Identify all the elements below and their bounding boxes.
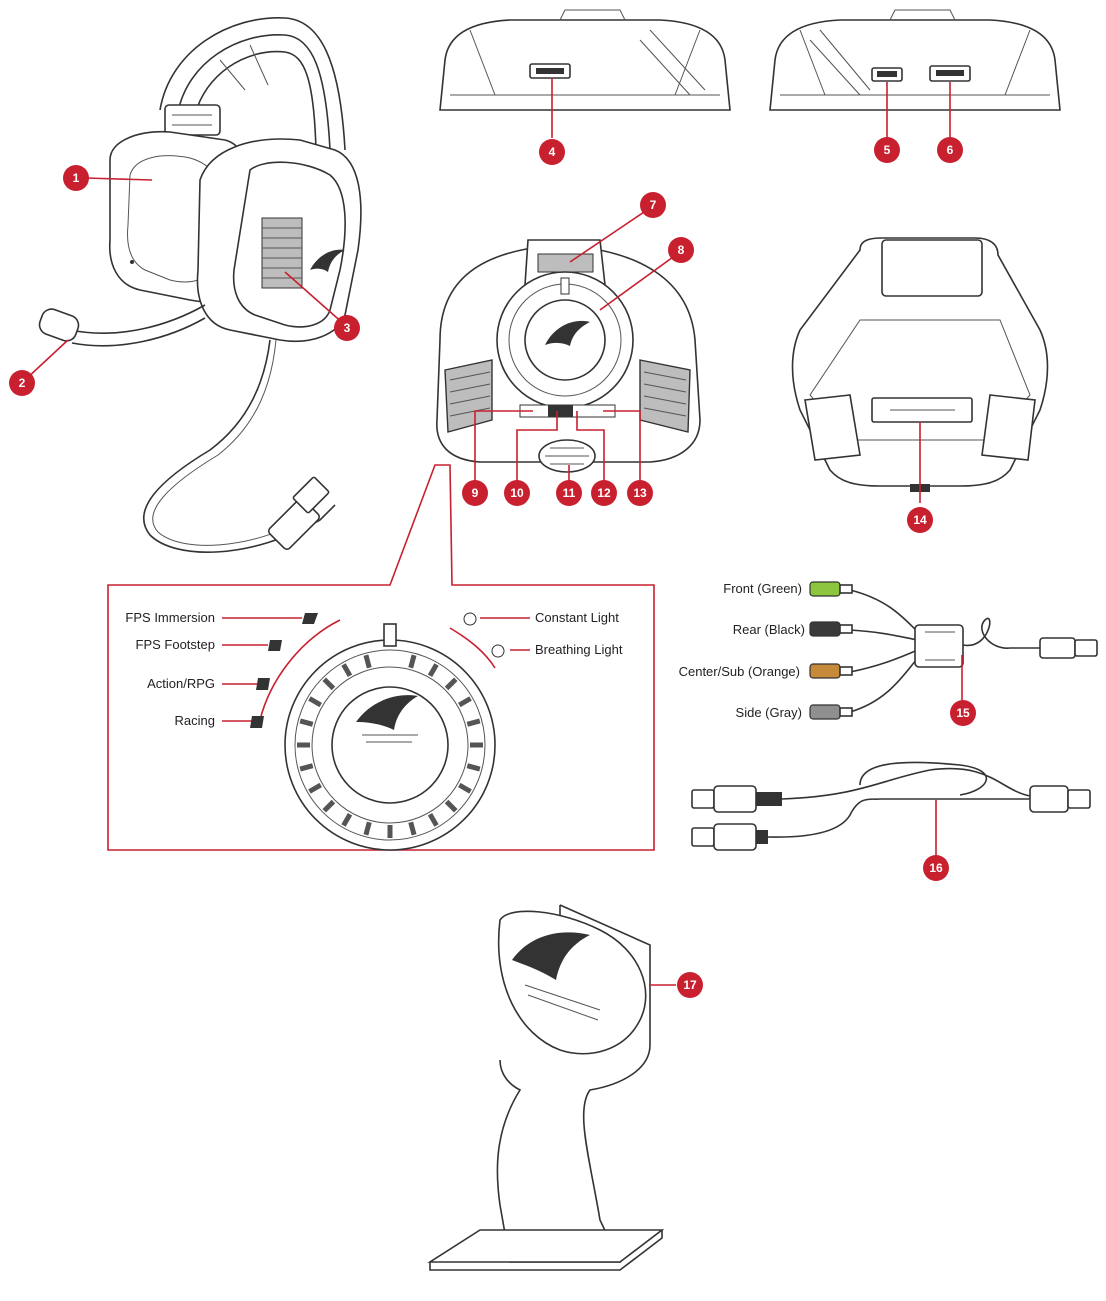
control-box-side-view-left	[439, 9, 731, 138]
svg-text:4: 4	[549, 145, 556, 159]
label-action-rpg: Action/RPG	[147, 676, 215, 691]
control-box-side-view-right	[769, 9, 1061, 138]
knob-ring-tick	[458, 782, 472, 794]
plug-center-sub-orange	[809, 663, 841, 679]
callout-4: 4	[539, 139, 565, 165]
label-constant-light: Constant Light	[535, 610, 619, 625]
knob-ring-tick	[363, 654, 372, 669]
plug-rear-black	[809, 621, 841, 637]
knob-ring-tick	[308, 696, 322, 708]
svg-text:17: 17	[683, 978, 697, 992]
svg-text:8: 8	[678, 243, 685, 257]
knob-ring-tick	[363, 821, 372, 836]
knob-ring-tick	[299, 763, 314, 772]
knob-ring-tick	[341, 663, 353, 677]
svg-text:15: 15	[956, 706, 970, 720]
plug-side-gray	[809, 704, 841, 720]
label-racing: Racing	[175, 713, 215, 728]
knob-ring-tick	[427, 663, 439, 677]
callout-9: 9	[462, 480, 488, 506]
svg-text:5: 5	[884, 143, 891, 157]
svg-text:10: 10	[510, 486, 524, 500]
mode-selector-detail: FPS Immersion FPS Footstep Action/RPG Ra…	[107, 464, 655, 851]
knob-ring-tick	[444, 799, 458, 813]
knob-ring-tick	[466, 718, 481, 727]
knob-ring-tick	[408, 654, 417, 669]
callout-11: 11	[556, 480, 582, 506]
svg-text:16: 16	[929, 861, 943, 875]
control-box-bottom-view	[791, 237, 1049, 503]
svg-text:9: 9	[472, 486, 479, 500]
knob-ring-tick	[341, 813, 353, 827]
callout-5: 5	[874, 137, 900, 163]
callout-10: 10	[504, 480, 530, 506]
label-center-sub-orange: Center/Sub (Orange)	[679, 664, 800, 679]
callout-15: 15	[950, 700, 976, 726]
callout-3: 3	[334, 315, 360, 341]
headset-stand	[427, 904, 676, 1271]
callout-12: 12	[591, 480, 617, 506]
knob-ring-tick	[322, 677, 336, 691]
svg-text:6: 6	[947, 143, 954, 157]
svg-text:7: 7	[650, 198, 657, 212]
callout-17: 17	[677, 972, 703, 998]
knob-ring-tick	[408, 821, 417, 836]
callout-2: 2	[9, 370, 35, 396]
svg-text:1: 1	[73, 171, 80, 185]
svg-text:14: 14	[913, 513, 927, 527]
svg-text:11: 11	[563, 486, 576, 500]
callout-1: 1	[63, 165, 89, 191]
callout-6: 6	[937, 137, 963, 163]
callout-13: 13	[627, 480, 653, 506]
callout-7: 7	[640, 192, 666, 218]
label-front-green: Front (Green)	[723, 581, 802, 596]
usb-y-cable	[691, 761, 1091, 858]
control-box-top-view	[436, 207, 701, 490]
callout-14: 14	[907, 507, 933, 533]
label-rear-black: Rear (Black)	[733, 622, 805, 637]
svg-text:13: 13	[633, 486, 647, 500]
label-breathing-light: Breathing Light	[535, 642, 623, 657]
knob-ring-tick	[458, 696, 472, 708]
svg-text:3: 3	[344, 321, 351, 335]
knob-ring-tick	[427, 813, 439, 827]
callout-8: 8	[668, 237, 694, 263]
label-fps-footstep: FPS Footstep	[136, 637, 215, 652]
svg-text:12: 12	[597, 486, 611, 500]
callout-16: 16	[923, 855, 949, 881]
headset-illustration	[38, 17, 362, 553]
plug-front-green	[809, 581, 841, 597]
knob-ring-tick	[299, 718, 314, 727]
label-side-gray: Side (Gray)	[736, 705, 802, 720]
callout-markers: 1 2 3 4 5 6 7 8 9 10 11 12 13 14 15 16 1…	[9, 137, 976, 998]
audio-splitter-cable: Front (Green) Rear (Black) Center/Sub (O…	[679, 581, 1098, 720]
label-fps-immersion: FPS Immersion	[125, 610, 215, 625]
svg-text:2: 2	[19, 376, 26, 390]
knob-ring-tick	[444, 677, 458, 691]
knob-ring-tick	[466, 763, 481, 772]
knob-ring-tick	[322, 799, 336, 813]
knob-ring-tick	[308, 782, 322, 794]
